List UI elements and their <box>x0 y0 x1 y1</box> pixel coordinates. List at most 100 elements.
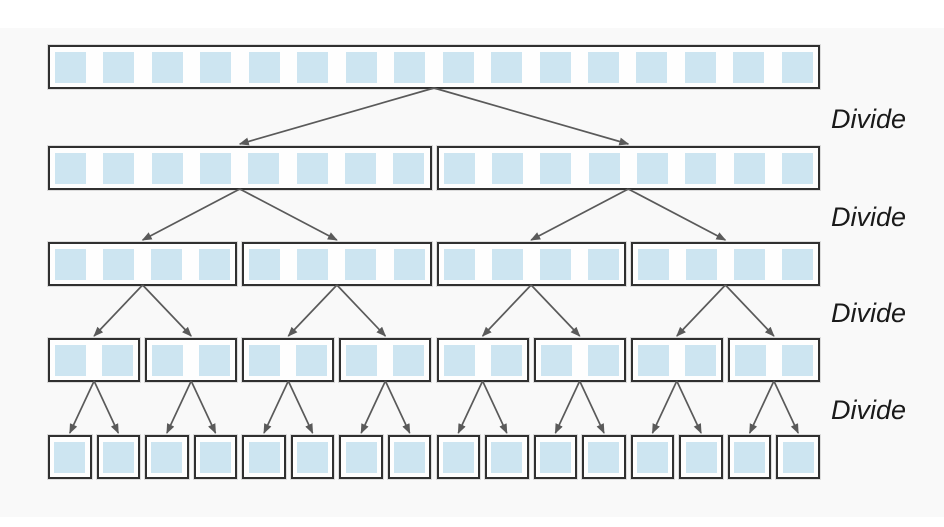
array-element <box>296 344 328 376</box>
array-box <box>630 338 723 382</box>
array-element <box>540 344 572 376</box>
array-element <box>103 51 135 83</box>
array-element <box>781 152 813 184</box>
array-element <box>637 248 669 280</box>
array-element <box>151 248 183 280</box>
array-box <box>242 338 335 382</box>
array-element <box>152 344 184 376</box>
array-element <box>491 248 523 280</box>
array-box <box>242 435 286 479</box>
array-element <box>199 344 231 376</box>
array-box <box>776 435 820 479</box>
array-element <box>539 441 571 473</box>
array-element <box>733 248 765 280</box>
array-element <box>249 248 281 280</box>
array-box <box>582 435 626 479</box>
array-element <box>394 441 426 473</box>
array-element <box>637 441 669 473</box>
array-element <box>103 248 135 280</box>
array-element <box>587 344 619 376</box>
array-element <box>733 51 765 83</box>
array-element <box>442 441 474 473</box>
array-box <box>339 435 383 479</box>
array-element <box>55 152 86 184</box>
array-element <box>393 344 425 376</box>
array-element <box>684 344 716 376</box>
array-box <box>436 435 481 479</box>
array-element <box>685 441 717 473</box>
array-box <box>630 435 675 479</box>
array-element <box>781 344 813 376</box>
array-element <box>442 51 474 83</box>
array-element <box>491 152 523 184</box>
array-element <box>393 152 425 184</box>
array-box <box>485 435 529 479</box>
array-box <box>679 435 723 479</box>
array-element <box>587 248 619 280</box>
array-element <box>249 344 281 376</box>
array-element <box>296 152 328 184</box>
array-box <box>48 338 141 382</box>
array-element <box>151 51 183 83</box>
divide-label: Divide <box>831 103 907 134</box>
array-element <box>151 441 183 473</box>
array-element <box>637 344 669 376</box>
array-box <box>48 242 238 286</box>
array-element <box>491 51 523 83</box>
array-box <box>145 435 189 479</box>
array-element <box>636 152 668 184</box>
array-element <box>297 248 329 280</box>
array-box <box>436 146 820 190</box>
array-element <box>685 248 717 280</box>
array-element <box>297 441 329 473</box>
array-box <box>48 146 432 190</box>
array-element <box>55 248 86 280</box>
array-element <box>539 51 571 83</box>
array-element <box>588 441 620 473</box>
array-element <box>345 152 377 184</box>
array-element <box>588 152 620 184</box>
array-box <box>96 435 141 479</box>
array-box <box>436 242 626 286</box>
array-element <box>54 441 86 473</box>
array-box <box>727 338 820 382</box>
array-box <box>48 435 92 479</box>
array-box <box>242 242 432 286</box>
array-box <box>533 338 626 382</box>
array-box <box>145 338 238 382</box>
array-element <box>345 248 377 280</box>
array-box <box>436 338 529 382</box>
array-element <box>102 441 134 473</box>
array-element <box>587 51 619 83</box>
array-box <box>193 435 238 479</box>
array-element <box>782 441 814 473</box>
array-element <box>55 344 86 376</box>
array-element <box>102 344 134 376</box>
array-element <box>491 441 523 473</box>
array-element <box>248 441 280 473</box>
array-element <box>248 51 280 83</box>
array-element <box>345 441 377 473</box>
array-element <box>443 248 475 280</box>
array-element <box>443 152 475 184</box>
array-element <box>734 441 766 473</box>
array-element <box>782 248 814 280</box>
array-element <box>733 152 765 184</box>
array-element <box>103 152 135 184</box>
array-element <box>297 51 329 83</box>
array-element <box>539 248 571 280</box>
array-element <box>685 152 717 184</box>
array-element <box>734 344 766 376</box>
array-element <box>684 51 716 83</box>
array-element <box>393 248 425 280</box>
array-element <box>200 152 232 184</box>
array-element <box>443 344 475 376</box>
array-element <box>199 441 231 473</box>
array-element <box>394 51 426 83</box>
array-box <box>387 435 432 479</box>
array-element <box>55 51 86 83</box>
array-box <box>533 435 578 479</box>
array-box <box>290 435 335 479</box>
array-box <box>727 435 772 479</box>
